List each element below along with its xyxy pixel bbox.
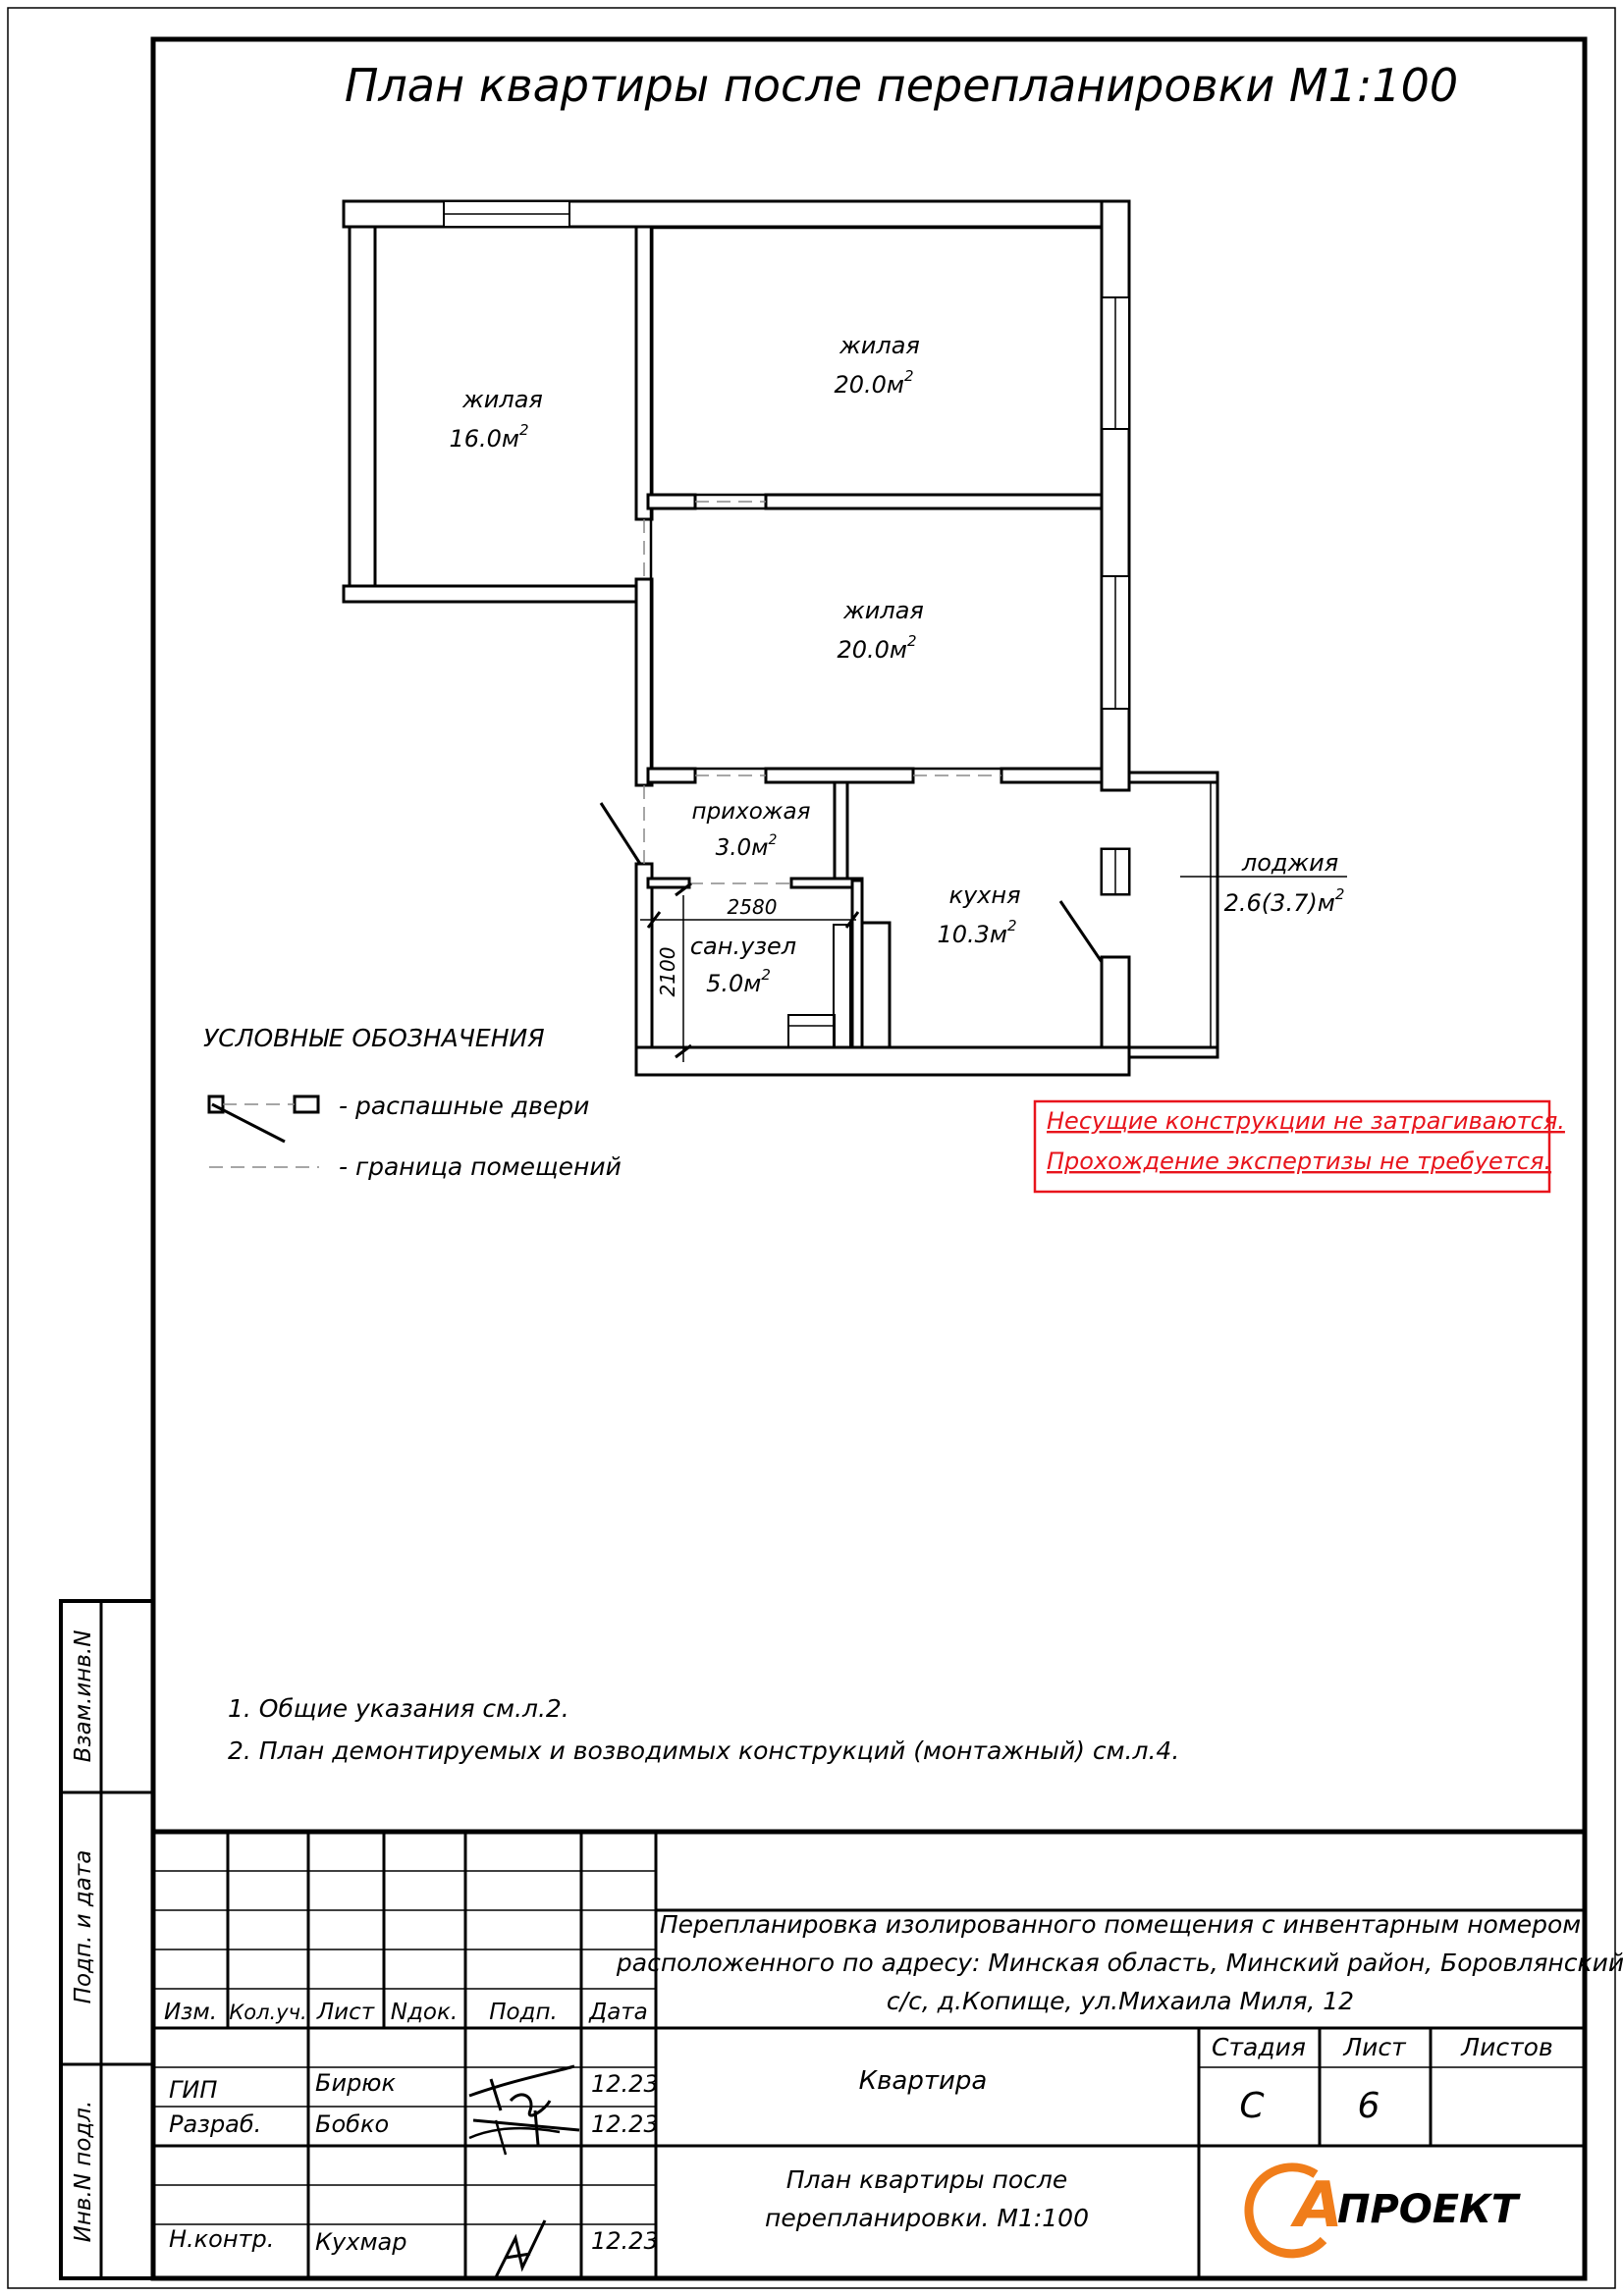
tb-date-norm: 12.23 [591, 2227, 659, 2255]
room-area-6: 5.0м2 [706, 966, 771, 997]
wall-bottom [634, 1045, 1131, 1077]
company-logo: А ПРОЕКТ [1244, 2163, 1521, 2259]
bathtub [833, 924, 851, 1048]
warning-line-2: Прохождение экспертизы не требуется. [1047, 1148, 1551, 1175]
tb-header-sign: Подп. [489, 2000, 558, 2025]
room-area-3: 20.0м2 [837, 632, 916, 664]
tb-header-rev: Изм. [164, 2000, 217, 2025]
warning-box: Несущие конструкции не затрагиваются. Пр… [1033, 1099, 1565, 1194]
note-2: 2. План демонтируемых и возводимых конст… [228, 1736, 1179, 1765]
tb-project-line-3: с/с, д.Копище, ул.Михаила Миля, 12 [887, 1987, 1354, 2015]
room-name-7: лоджия [1241, 849, 1338, 877]
room-name-5: кухня [948, 881, 1020, 909]
tb-object: Квартира [859, 2066, 988, 2096]
tb-drawing-line-1: План квартиры после [786, 2165, 1068, 2194]
room-name-3: жилая [842, 597, 924, 624]
tb-role-norm: Н.контр. [169, 2225, 274, 2253]
room-area-1: 16.0м2 [449, 421, 528, 453]
side-stamp: Взам.инв.N Подп. и дата Инв.N подл. [59, 1599, 155, 2280]
partition-vertical-top [634, 225, 654, 521]
room-area-7: 2.6(3.7)м2 [1224, 885, 1345, 917]
room-name-2: жилая [839, 332, 920, 359]
main-frame [150, 36, 1588, 2281]
wall-bottom-room16 [342, 584, 646, 604]
wall-left-room16 [348, 225, 377, 602]
partition-vertical-mid [634, 577, 654, 787]
partition-vertical-bottom [634, 862, 654, 1077]
floor-plan [342, 199, 1347, 1077]
tb-project-line-1: Перепланировка изолированного помещения … [660, 1910, 1581, 1939]
tb-role-gip: ГИП [169, 2076, 217, 2104]
partition-h1-left [646, 493, 697, 510]
sink-box [787, 1014, 836, 1048]
warning-line-1: Несущие конструкции не затрагиваются. [1047, 1107, 1565, 1135]
signature-gip [468, 2064, 580, 2146]
legend-item-doors: - распашные двери [339, 1092, 589, 1120]
loggia-door-leaf [1058, 900, 1104, 963]
dimension-height-label: 2100 [656, 947, 679, 997]
partition-h1-right [764, 493, 1104, 510]
tb-name-norm: Кухмар [315, 2228, 407, 2256]
tb-sheet-value: 6 [1358, 2086, 1380, 2126]
tb-name-gip: Бирюк [315, 2069, 397, 2097]
dimension-width-label: 2580 [728, 895, 778, 919]
signature-norm [494, 2219, 547, 2278]
legend-title: УСЛОВНЫЕ ОБОЗНАЧЕНИЯ [203, 1024, 545, 1052]
warning-frame [1033, 1099, 1551, 1194]
drawing-title: План квартиры после перепланировки М1:10… [345, 59, 1458, 112]
room-area-4: 3.0м2 [716, 832, 778, 861]
tb-date-dev: 12.23 [591, 2110, 659, 2138]
tb-sheet-label: Лист [1342, 2033, 1407, 2061]
bath-duct [860, 921, 892, 1049]
tb-stage-value: С [1239, 2086, 1265, 2126]
legend-door-symbol [211, 1102, 286, 1144]
stamp-inv-original: Инв.N подл. [71, 2101, 96, 2243]
room-labels: жилая 16.0м2 жилая 20.0м2 жилая 20.0м2 п… [449, 332, 1344, 997]
entrance-door-leaf [599, 802, 642, 865]
legend-item-boundary: - граница помещений [339, 1152, 622, 1181]
signature-dev [468, 2119, 561, 2156]
room-name-4: прихожая [692, 799, 811, 825]
room20-top-box [649, 226, 1104, 497]
partition-h2-a [646, 767, 697, 784]
title-block: Изм. Кол.уч. Лист Nдок. Подп. Дата ГИП Б… [153, 1829, 1623, 2278]
loggia-top [1127, 771, 1219, 784]
tb-stage-label: Стадия [1212, 2033, 1306, 2061]
tb-role-dev: Разраб. [169, 2110, 261, 2138]
tb-sheets-label: Листов [1460, 2033, 1552, 2061]
tb-project-line-2: расположенного по адресу: Минская област… [616, 1949, 1623, 1977]
stamp-sign-date: Подп. и дата [71, 1850, 96, 2004]
room-area-2: 20.0м2 [834, 367, 913, 399]
legend-door-jamb-right [293, 1095, 320, 1114]
tb-drawing-line-2: перепланировки. М1:100 [765, 2204, 1089, 2232]
outer-frame [7, 7, 1616, 2289]
legend: УСЛОВНЫЕ ОБОЗНАЧЕНИЯ - распашные двери -… [203, 1024, 622, 1181]
tb-date-gip: 12.23 [591, 2070, 659, 2098]
tb-header-sheet: Лист [316, 2000, 375, 2025]
tb-name-dev: Бобко [315, 2110, 389, 2138]
stamp-inv-replace: Взам.инв.N [71, 1630, 96, 1763]
room-name-6: сан.узел [690, 933, 796, 960]
logo-letter: А [1289, 2169, 1343, 2242]
loggia-bottom [1127, 1045, 1219, 1059]
partition-hall-right [833, 780, 849, 882]
tb-header-count: Кол.уч. [229, 2001, 306, 2024]
logo-text: ПРОЕКТ [1337, 2187, 1521, 2232]
tb-header-docno: Nдок. [391, 2000, 458, 2025]
room-name-1: жилая [461, 386, 543, 413]
room-area-5: 10.3м2 [937, 917, 1016, 948]
partition-hall-bath-a [646, 877, 691, 889]
note-1: 1. Общие указания см.л.2. [228, 1694, 569, 1723]
partition-h2-b [764, 767, 915, 784]
partition-h2-c [1000, 767, 1104, 784]
tb-header-date: Дата [588, 2000, 648, 2025]
